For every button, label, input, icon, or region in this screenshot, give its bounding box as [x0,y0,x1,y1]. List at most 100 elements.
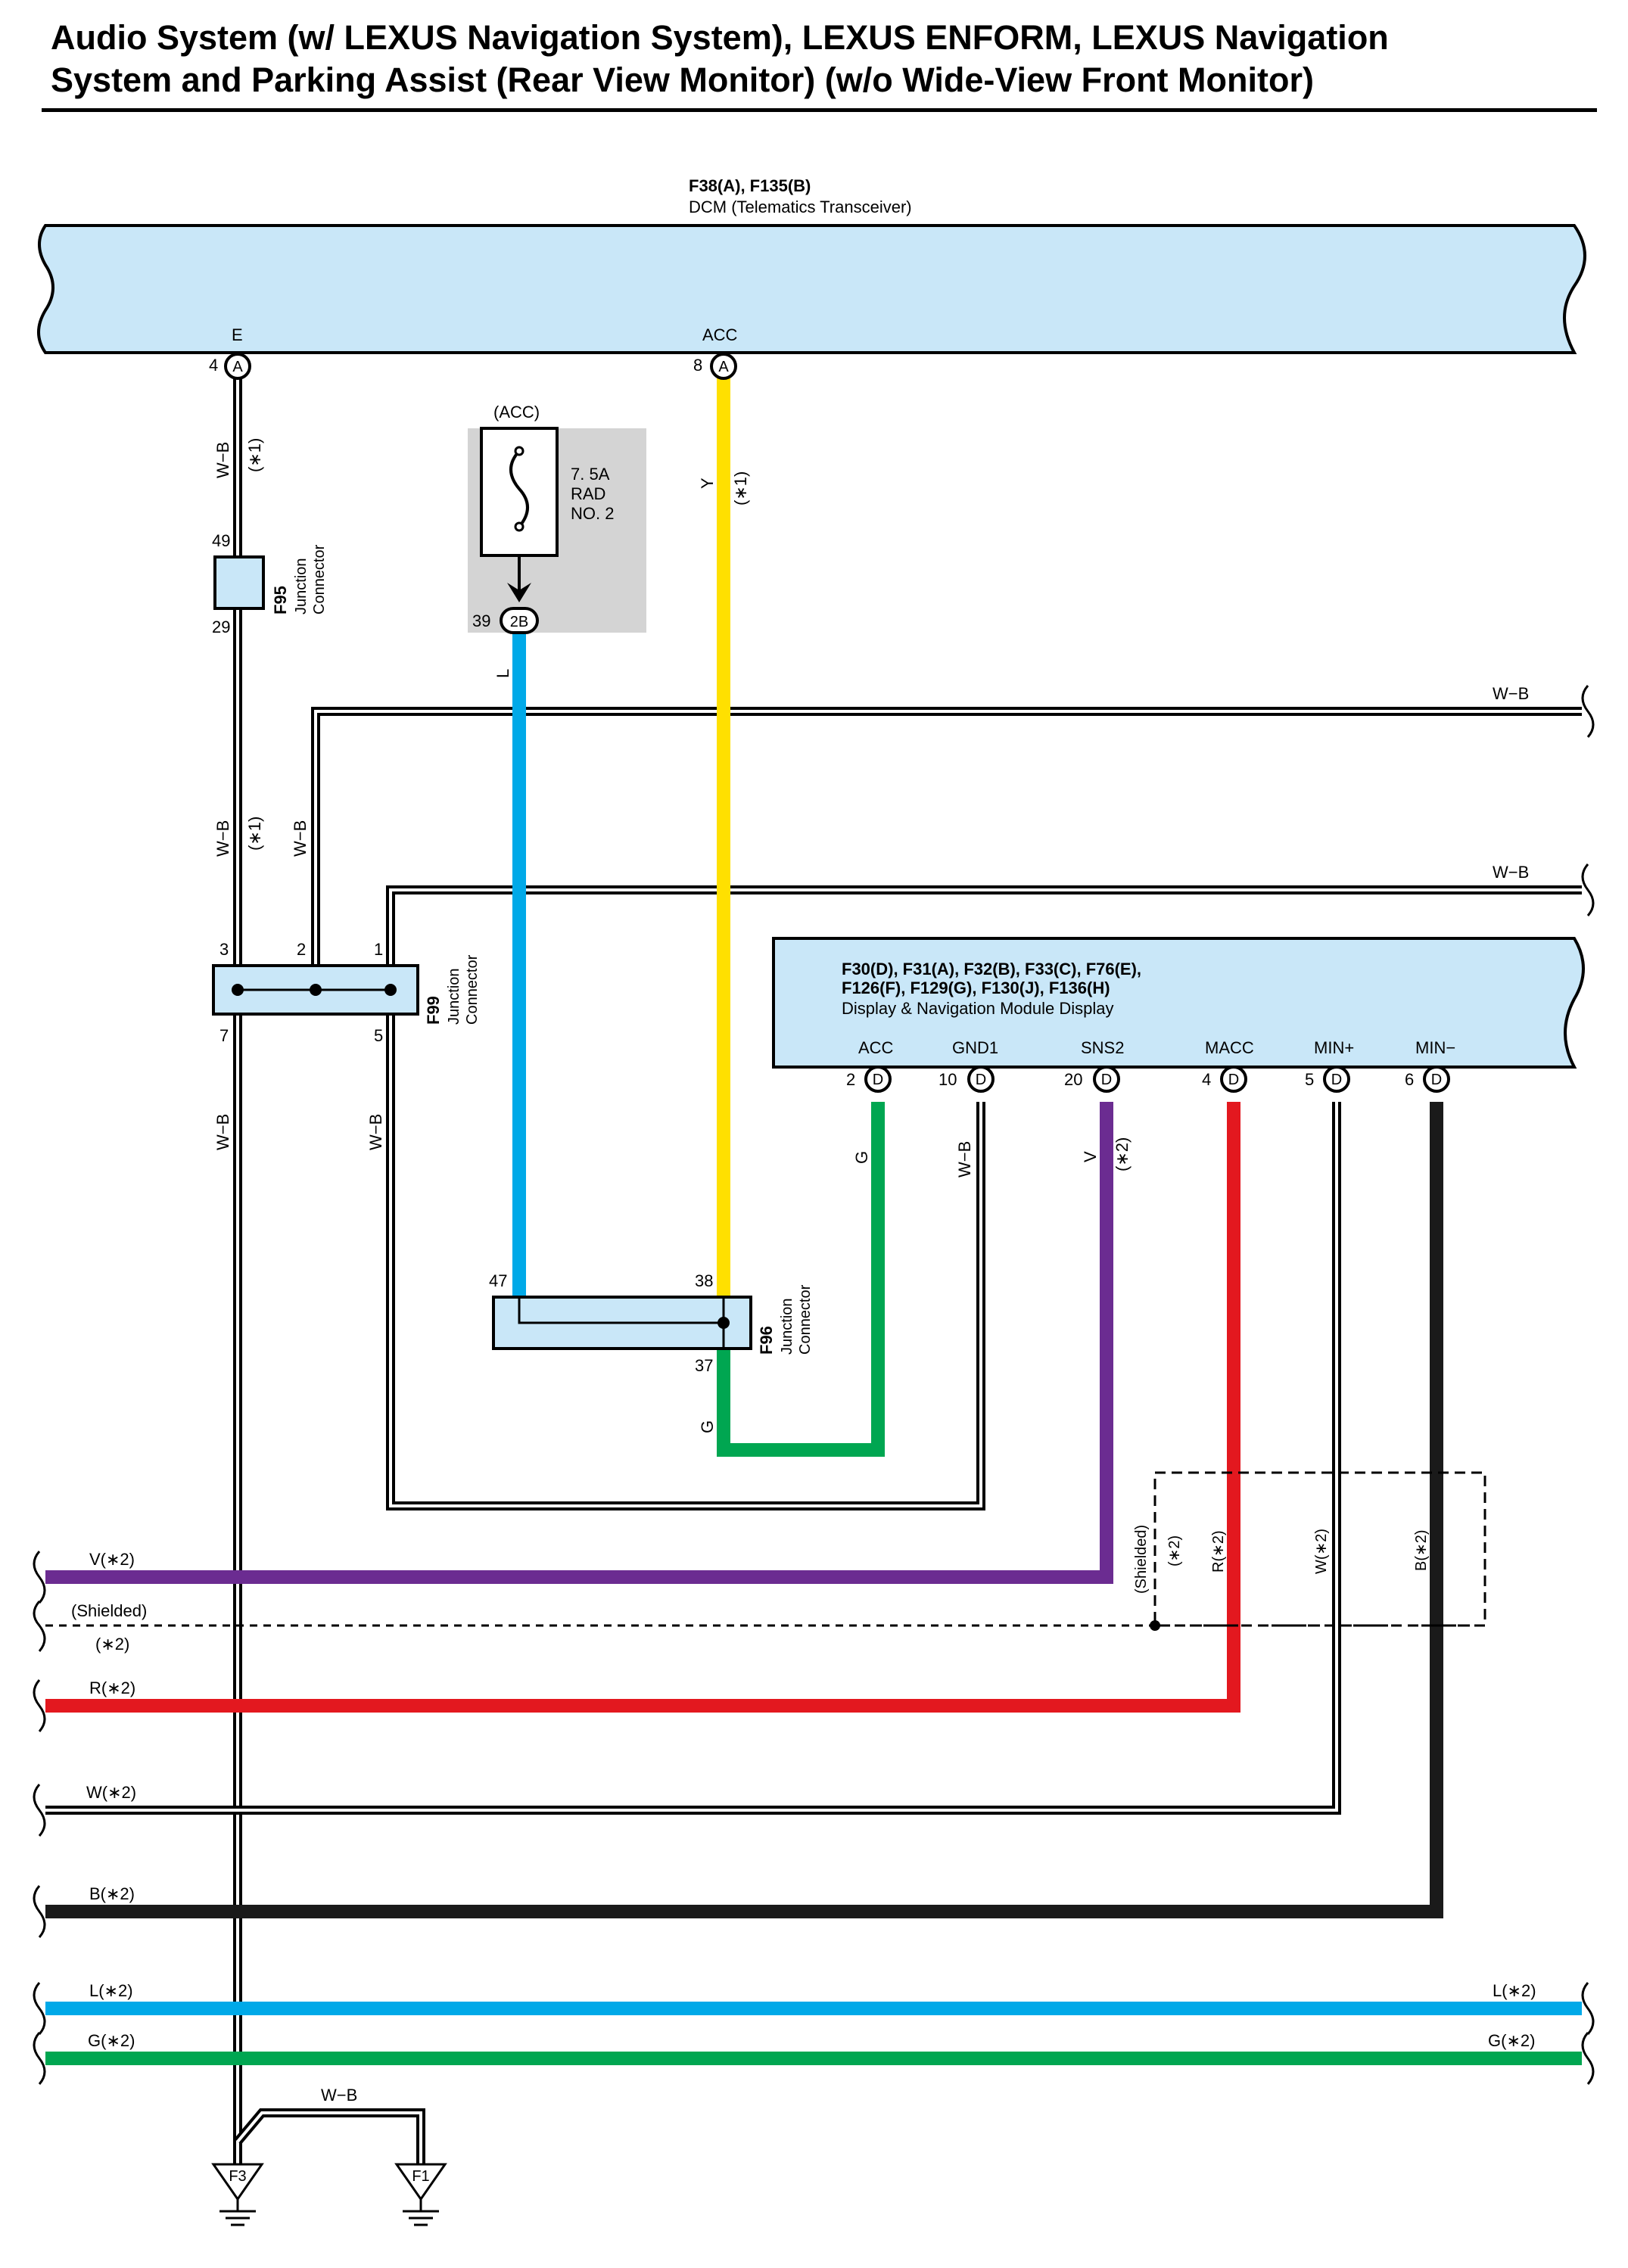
display-pin-macc-number: 4 [1202,1070,1211,1089]
label-star2-v: (∗2) [1113,1137,1132,1171]
title-rule [42,108,1597,112]
f95-pin-top: 49 [212,531,230,550]
f95-label-line2: Connector [311,544,328,614]
break-mark-left-w [33,1784,46,1837]
fuse-rad-no2: (ACC) 7. 5A RAD NO. 2 [468,403,646,633]
label-star2-shielded: (∗2) [95,1635,129,1654]
label-shielded-left: (Shielded) [71,1601,147,1620]
junction-f99: 3 2 1 7 5 F99 Junction Connector [212,940,481,1045]
f95-label-line1: Junction [293,558,310,615]
break-mark-right-l [1581,1982,1595,2035]
display-pin-acc: ACC 2 D [846,1038,894,1093]
fuse-name-line1: RAD [571,484,605,503]
dcm-component: F38(A), F135(B) DCM (Telematics Transcei… [37,176,1586,354]
display-pin-min-plus: MIN+ 5 D [1305,1038,1354,1093]
dcm-pin-e-label: E [232,325,243,344]
break-mark-left-b [33,1885,46,1938]
fuse-pin-connector: 2B [510,614,528,630]
wires [45,375,1582,2164]
f99-pin-1: 1 [374,940,383,959]
f99-pin-5: 5 [374,1026,383,1045]
display-pin-gnd1-connector: D [976,1072,986,1088]
label-wb-ground: W−B [321,2086,357,2105]
wire-labels-vertical: W−B (∗1) W−B (∗1) W−B W−B W−B Y (∗1) L G… [213,438,1430,1594]
display-module-body [772,937,1585,1069]
f95-code: F95 [271,586,290,614]
f99-code: F99 [424,996,443,1025]
label-wb-f99-5: W−B [366,1114,385,1150]
dcm-pin-acc: ACC 8 A [693,325,738,380]
label-r-box: R(∗2) [1210,1530,1227,1573]
junction-f95: 49 29 F95 Junction Connector [212,531,328,636]
dcm-name: DCM (Telematics Transceiver) [689,198,912,216]
label-w-left: W(∗2) [86,1783,136,1802]
ground-f1: F1 [395,2163,447,2226]
fuse-pin: 2B 39 [472,607,539,634]
display-pin-minplus-connector: D [1331,1072,1342,1088]
label-wb-right-2: W−B [1493,863,1529,882]
fuse-rating: 7. 5A [571,465,610,484]
f95-pin-bottom: 29 [212,618,230,636]
display-pin-gnd1: GND1 10 D [939,1038,998,1093]
wire-purple-v [45,1102,1113,1584]
display-pin-min-minus: MIN− 6 D [1405,1038,1455,1093]
display-pin-acc-terminal [864,1066,892,1093]
break-mark-left-r [33,1679,46,1732]
fuse-pin-number: 39 [472,611,490,630]
label-wb-gnd1: W−B [955,1141,974,1178]
display-pin-minplus-terminal [1323,1066,1350,1093]
f96-pin-37: 37 [695,1356,713,1375]
break-mark-right-g [1581,2032,1595,2085]
display-codes-line1: F30(D), F31(A), F32(B), F33(C), F76(E), [842,960,1141,978]
display-pin-acc-number: 2 [846,1070,855,1089]
break-mark-left-v [33,1551,46,1604]
f96-code: F96 [757,1326,776,1355]
dcm-pin-acc-connector: A [718,359,729,375]
display-pin-macc-label: MACC [1205,1038,1254,1057]
label-star1-top: (∗1) [245,438,264,472]
label-y: Y [698,478,717,489]
label-w-box: W(∗2) [1313,1529,1330,1574]
title-line-1: Audio System (w/ LEXUS Navigation System… [51,18,1389,57]
display-pin-minplus-label: MIN+ [1314,1038,1354,1057]
label-l-left: L(∗2) [89,1981,133,2000]
wire-wb-ground-f1 [234,2108,425,2164]
display-pin-minminus-terminal [1423,1066,1450,1093]
wire-labels-horizontal: W−B W−B V(∗2) (Shielded) (∗2) R(∗2) W(∗2… [71,684,1536,2105]
dcm-pin-acc-label: ACC [702,325,738,344]
dcm-connector-codes: F38(A), F135(B) [689,176,811,195]
dcm-pin-acc-terminal [710,353,737,380]
display-pin-gnd1-number: 10 [939,1070,957,1089]
display-pin-gnd1-label: GND1 [952,1038,998,1057]
f96-label-line2: Connector [797,1284,814,1355]
title-line-2: System and Parking Assist (Rear View Mon… [51,61,1314,99]
f99-pin-3: 3 [219,940,229,959]
display-pin-macc-terminal [1220,1066,1247,1093]
display-pin-sns2-connector: D [1101,1072,1112,1088]
fuse-pin-terminal [500,607,539,634]
break-mark-left-l [33,1982,46,2035]
f96-pin-47: 47 [489,1271,507,1290]
break-marks [33,685,1595,2085]
label-g-left: G(∗2) [88,2031,135,2050]
dcm-pin-acc-number: 8 [693,356,702,375]
break-mark-right-wb2 [1581,863,1595,916]
label-v-left: V(∗2) [89,1550,135,1569]
fuse-name-line2: NO. 2 [571,504,614,523]
fuse-arrow-icon [507,583,531,602]
wire-black-b [45,1102,1443,1918]
label-b-box: B(∗2) [1413,1529,1430,1571]
display-pin-sns2-number: 20 [1064,1070,1082,1089]
label-g-display: G [852,1151,871,1164]
f99-pin-2: 2 [297,940,306,959]
display-pin-macc-connector: D [1228,1072,1239,1088]
diagram-title: Audio System (w/ LEXUS Navigation System… [51,17,1595,101]
fuse-circuit: (ACC) [493,403,540,422]
label-wb-f99-2: W−B [291,820,310,857]
display-codes-line2: F126(F), F129(G), F130(J), F136(H) [842,978,1110,997]
label-l-right: L(∗2) [1493,1981,1536,2000]
ground-f3-label: F3 [229,2168,246,2185]
dcm-pin-e-connector: A [232,359,243,375]
label-star2-box: (∗2) [1166,1535,1183,1566]
display-pin-minminus-connector: D [1431,1072,1442,1088]
